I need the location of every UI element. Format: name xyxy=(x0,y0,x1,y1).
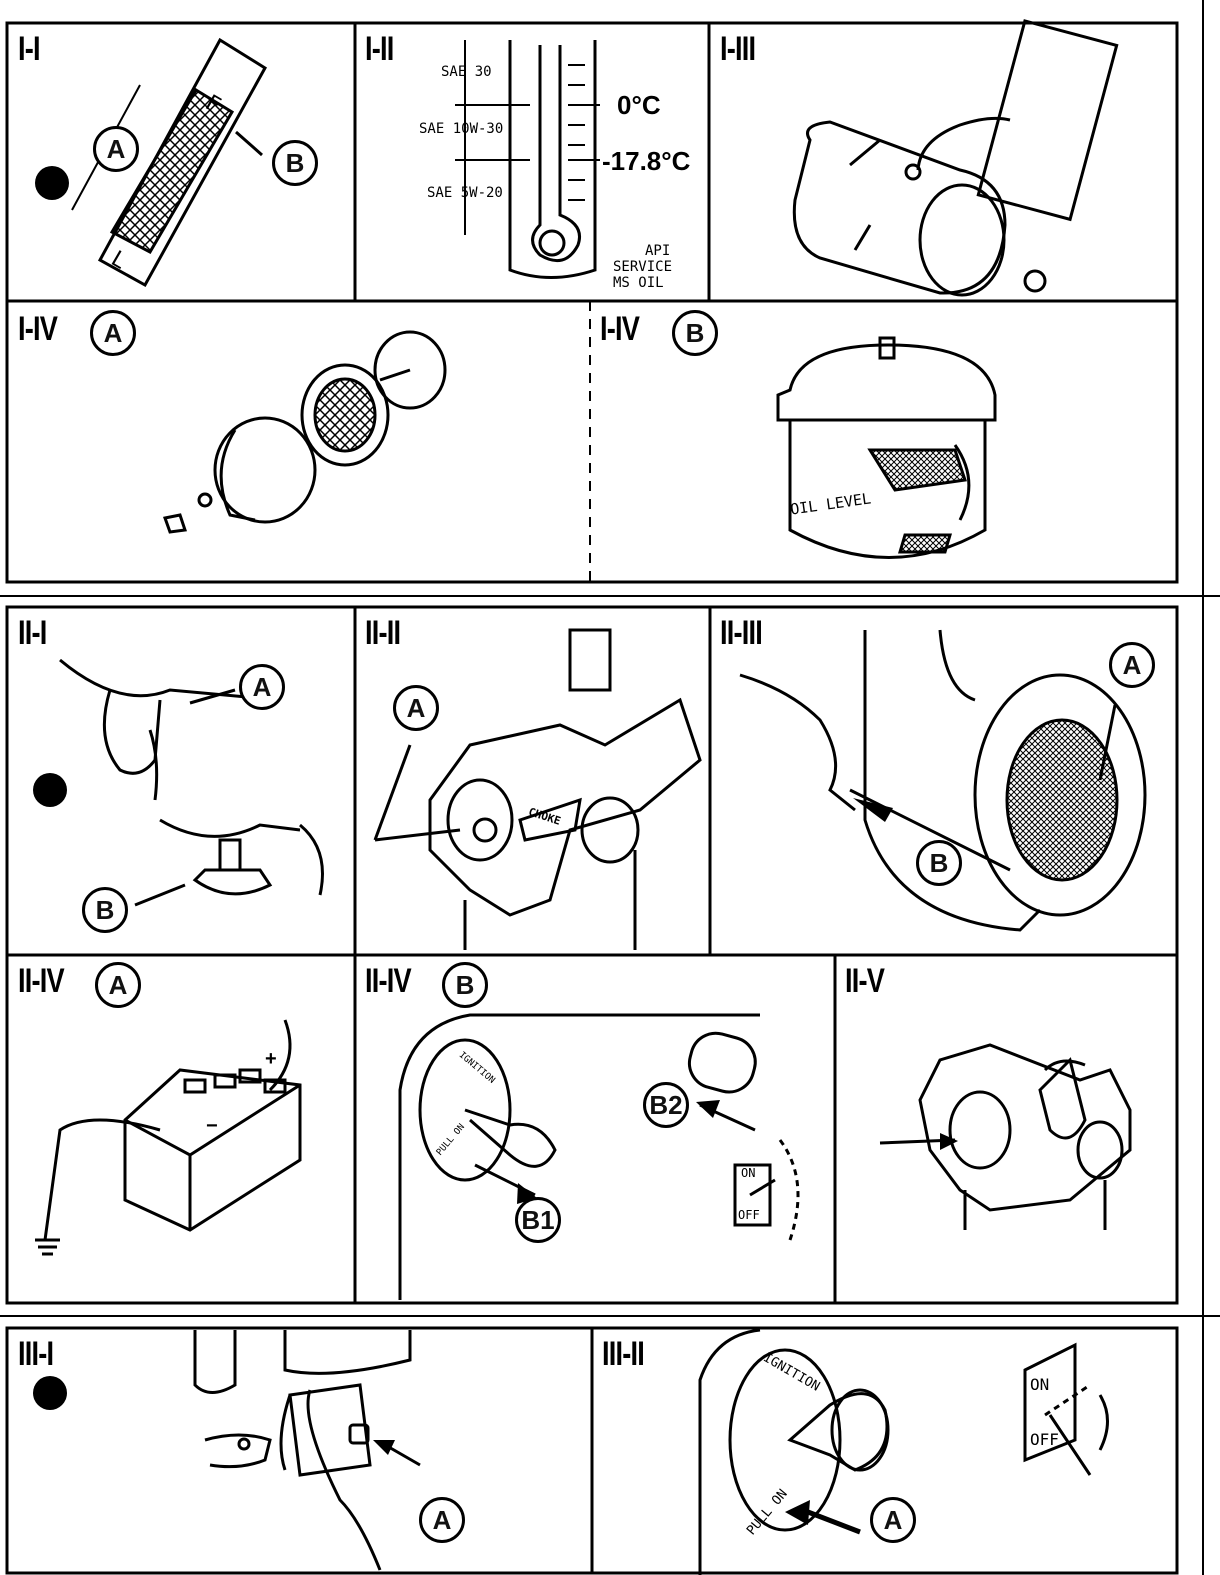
switch-off-text: OFF xyxy=(1030,1430,1059,1449)
callout-a: A xyxy=(419,1497,465,1543)
callout-a: A xyxy=(870,1497,916,1543)
panel-label-3-2: III-II xyxy=(602,1335,644,1374)
panel-label-3-1: III-I xyxy=(18,1335,53,1374)
switch-on-text: ON xyxy=(1030,1375,1049,1394)
dot-marker-icon xyxy=(33,1376,67,1410)
